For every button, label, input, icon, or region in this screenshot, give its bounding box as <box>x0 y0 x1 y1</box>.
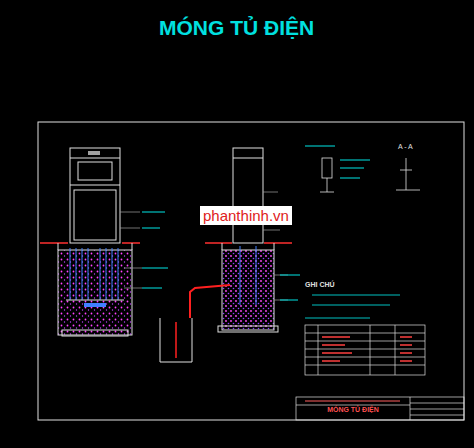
watermark: phanthinh.vn <box>200 206 292 225</box>
notes-heading: GHI CHÚ <box>305 281 335 288</box>
drawing-title: MÓNG TỦ ĐIỆN <box>298 406 408 413</box>
title: MÓNG TỦ ĐIỆN <box>159 16 314 40</box>
title-block-cell: MÓNG TỦ ĐIỆN <box>298 406 408 419</box>
section-label: A - A <box>398 143 413 150</box>
